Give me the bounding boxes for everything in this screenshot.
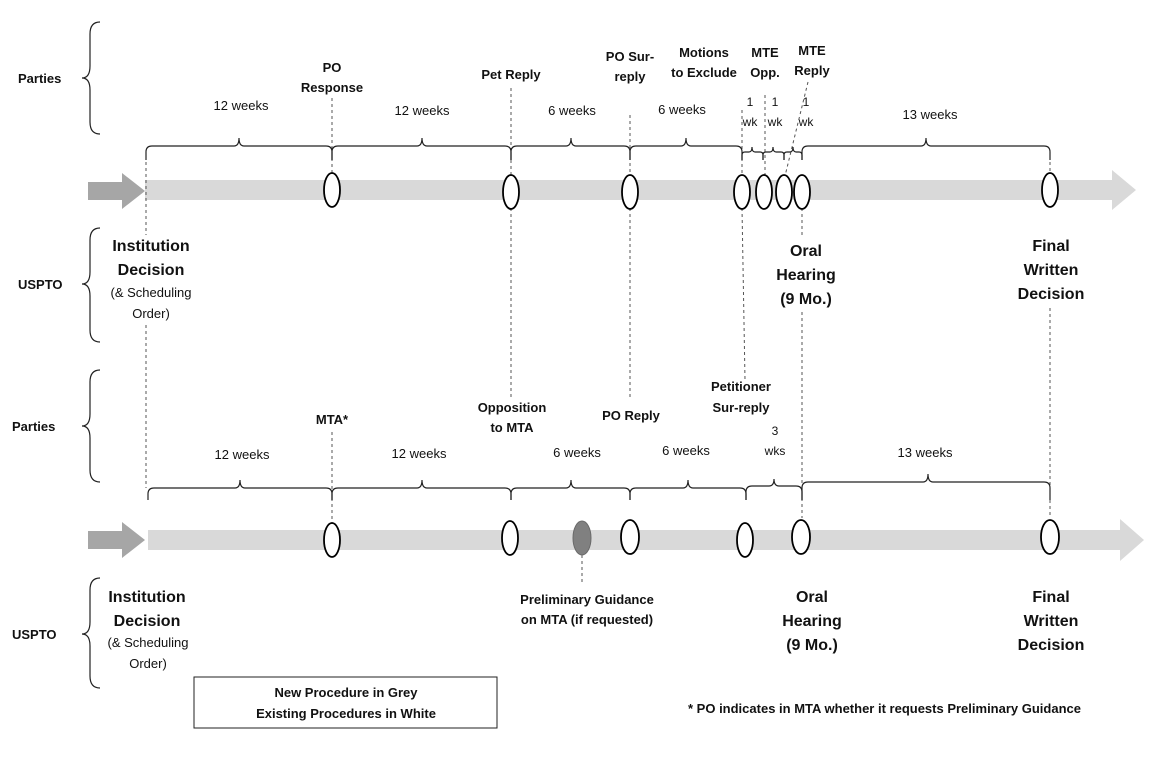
top-duration-brace-8 <box>801 137 1051 160</box>
top-duration-12w-a: 12 weeks <box>214 98 269 113</box>
bottom-node-preliminary-guidance <box>572 520 592 556</box>
bottom-uspto-brace <box>81 577 101 689</box>
top-duration-6w-b: 6 weeks <box>658 102 706 117</box>
bottom-start-arrow <box>88 522 145 558</box>
top-node-motions-to-exclude <box>733 174 751 210</box>
bottom-duration-brace-5 <box>745 478 803 500</box>
top-duration-brace-7 <box>783 146 803 160</box>
top-timeline-band <box>145 170 1136 210</box>
top-uspto-label: USPTO <box>18 277 63 292</box>
footnote: * PO indicates in MTA whether it request… <box>688 701 1081 716</box>
bottom-duration-brace-2 <box>331 479 512 500</box>
bottom-parties-label: Parties <box>12 419 55 434</box>
legend-box <box>193 676 498 729</box>
top-duration-brace-5 <box>741 146 764 160</box>
bottom-duration-6w-b: 6 weeks <box>662 443 710 458</box>
top-node-oral-hearing <box>793 174 811 210</box>
bottom-timeline-band <box>148 519 1144 561</box>
bottom-duration-12w-b: 12 weeks <box>392 446 447 461</box>
top-node-po-response <box>323 172 341 208</box>
bottom-parties-brace <box>81 369 101 483</box>
bottom-node-oral-hearing <box>791 519 811 555</box>
bottom-node-final-decision <box>1040 519 1060 555</box>
bottom-duration-6w-a: 6 weeks <box>553 445 601 460</box>
top-guide-motions-lower <box>741 207 746 381</box>
top-node-pet-reply <box>502 174 520 210</box>
top-uspto-brace <box>81 227 101 343</box>
top-duration-brace-2 <box>331 137 512 160</box>
bottom-duration-brace-3 <box>510 479 631 500</box>
bottom-duration-brace-6 <box>801 473 1051 500</box>
top-duration-12w-b: 12 weeks <box>395 103 450 118</box>
top-node-mte-opp <box>755 174 773 210</box>
bottom-node-mta <box>323 522 341 558</box>
bottom-duration-brace-4 <box>629 479 747 500</box>
top-parties-brace <box>81 21 101 135</box>
top-start-arrow <box>88 173 145 209</box>
bottom-event-po-reply: PO Reply <box>602 408 661 423</box>
bottom-node-opposition-to-mta <box>501 520 519 556</box>
top-duration-brace-3 <box>510 137 631 160</box>
bottom-uspto-label: USPTO <box>12 627 57 642</box>
top-duration-brace-4 <box>629 137 743 160</box>
top-guide-mte-reply <box>784 81 809 177</box>
top-duration-brace-1 <box>145 137 333 160</box>
top-node-mte-reply <box>775 174 793 210</box>
top-duration-brace-6 <box>762 146 785 160</box>
top-node-final-decision <box>1041 172 1059 208</box>
top-event-po-sur-reply: PO Sur-reply <box>606 49 654 84</box>
top-duration-13w: 13 weeks <box>903 107 958 122</box>
bottom-duration-12w-a: 12 weeks <box>215 447 270 462</box>
top-event-pet-reply: Pet Reply <box>481 67 541 82</box>
top-duration-6w-a: 6 weeks <box>548 103 596 118</box>
top-parties-label: Parties <box>18 71 61 86</box>
bottom-node-po-reply <box>620 519 640 555</box>
bottom-duration-brace-1 <box>147 479 333 500</box>
top-node-po-sur-reply <box>621 174 639 210</box>
legend-line-existing: Existing Procedures in White <box>256 706 436 721</box>
bottom-node-petitioner-sur-reply <box>736 522 754 558</box>
bottom-duration-13w: 13 weeks <box>898 445 953 460</box>
legend-line-new: New Procedure in Grey <box>274 685 418 700</box>
bottom-event-mta: MTA* <box>316 412 349 427</box>
